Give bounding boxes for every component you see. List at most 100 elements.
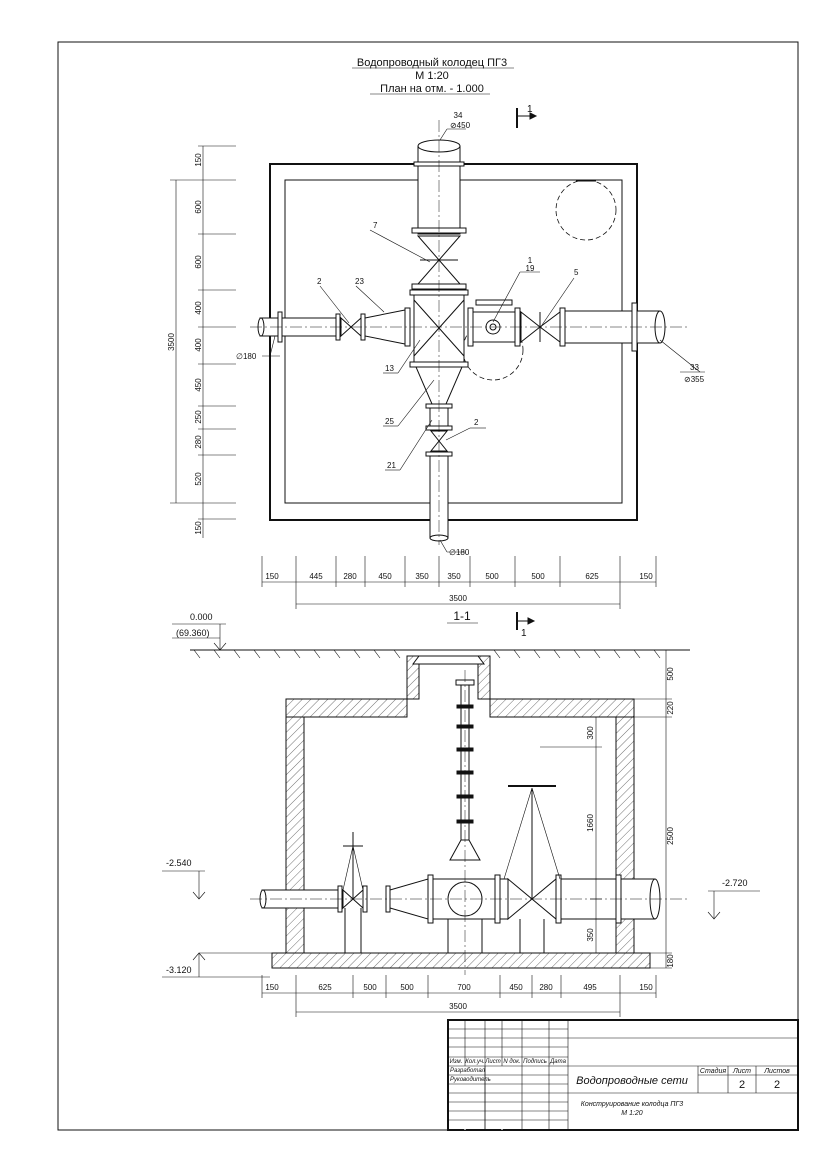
svg-text:13: 13 [385, 364, 394, 373]
stamp-drawing-scale: М 1:20 [621, 1110, 643, 1117]
plan-title: План на отм. - 1.000 [380, 83, 484, 95]
svg-text:2: 2 [474, 418, 479, 427]
section-hatch-cover [412, 655, 485, 665]
svg-text:350: 350 [447, 572, 461, 581]
svg-text:350: 350 [415, 572, 429, 581]
svg-text:400: 400 [194, 301, 203, 315]
svg-text:150: 150 [639, 983, 653, 992]
svg-text:3500: 3500 [449, 1002, 467, 1011]
section-mark-top: 1 [516, 104, 538, 128]
stamp-stage-label: Стадия [700, 1067, 726, 1075]
svg-text:21: 21 [387, 461, 396, 470]
svg-text:25: 25 [385, 417, 394, 426]
stamp-sheets-number: 2 [774, 1079, 780, 1091]
section-bottom-dimensions: 150 625 500 500 700 450 280 495 150 3500 [261, 975, 657, 1017]
svg-text:400: 400 [194, 338, 203, 352]
svg-text:250: 250 [194, 410, 203, 424]
stamp-header-koluch: Кол.уч. [465, 1059, 485, 1065]
svg-text:500: 500 [485, 572, 499, 581]
svg-text:600: 600 [194, 255, 203, 269]
section-right-dimensions: 500 220 2500 180 [634, 649, 675, 969]
svg-text:600: 600 [194, 200, 203, 214]
stamp-header-izm: Изм. [450, 1059, 463, 1065]
elev-abs: (69.360) [176, 628, 210, 638]
sheet-frame [57, 41, 799, 1131]
elev-right-pipe: -2.720 [722, 878, 748, 888]
svg-text:150: 150 [639, 572, 653, 581]
stamp-drawing-title: Конструирование колодца ПГ3 [581, 1100, 683, 1108]
scale-title: М 1:20 [415, 70, 449, 82]
svg-text:2500: 2500 [666, 827, 675, 845]
svg-text:495: 495 [583, 983, 597, 992]
svg-text:500: 500 [531, 572, 545, 581]
svg-text:280: 280 [539, 983, 553, 992]
stamp-sheet-label: Лист [732, 1068, 751, 1075]
section-valve-left [342, 888, 354, 910]
svg-text:350: 350 [586, 928, 595, 942]
svg-text:34: 34 [454, 111, 463, 120]
title-block: Изм. Кол.уч. Лист N док. Подпись Дата Ра… [447, 1019, 799, 1131]
stamp-sheet-number: 2 [739, 1079, 745, 1091]
stamp-role-supervisor: Руководитель [450, 1077, 491, 1083]
section-neck-right [477, 655, 491, 700]
elev-ground: 0.000 [190, 612, 213, 622]
plan-left-dimensions: 150 600 600 400 400 450 250 280 520 150 … [167, 145, 236, 538]
svg-text:3500: 3500 [167, 333, 176, 351]
section-neck-left [406, 655, 420, 700]
stamp-project: Водопроводные сети [576, 1075, 688, 1087]
svg-text:∅180: ∅180 [236, 352, 257, 361]
svg-text:⊘450: ⊘450 [450, 121, 471, 130]
svg-text:445: 445 [309, 572, 323, 581]
svg-text:33: 33 [690, 363, 699, 372]
stamp-header-ndok: N док. [503, 1059, 520, 1065]
svg-text:3500: 3500 [449, 594, 467, 603]
svg-text:450: 450 [378, 572, 392, 581]
svg-text:23: 23 [355, 277, 364, 286]
stamp-role-developer: Разработал [450, 1068, 486, 1074]
elev-left-pipe: -2.540 [166, 858, 192, 868]
svg-text:500: 500 [666, 667, 675, 681]
svg-text:180: 180 [666, 954, 675, 968]
plan-bottom-dimensions: 150 445 280 450 350 350 500 500 625 150 … [261, 556, 657, 609]
svg-text:220: 220 [666, 701, 675, 715]
stamp-header-list: Лист [484, 1059, 500, 1065]
svg-text:1: 1 [521, 628, 527, 639]
stamp-sheets-label: Листов [763, 1068, 790, 1075]
svg-text:19: 19 [526, 264, 535, 273]
section-bottom-slab [271, 952, 651, 969]
svg-text:150: 150 [265, 572, 279, 581]
section-title: 1-1 [453, 609, 471, 623]
svg-text:∅180: ∅180 [449, 548, 470, 557]
svg-text:1660: 1660 [586, 814, 595, 832]
svg-text:150: 150 [194, 521, 203, 535]
svg-text:625: 625 [585, 572, 599, 581]
plan-callouts: 34 ⊘450 7 2 23 1 19 5 13 25 2 [236, 111, 705, 557]
stamp-header-signature: Подпись [523, 1059, 547, 1065]
svg-text:520: 520 [194, 472, 203, 486]
svg-text:280: 280 [343, 572, 357, 581]
svg-text:500: 500 [400, 983, 414, 992]
svg-text:⊘355: ⊘355 [684, 375, 705, 384]
elev-bottom: -3.120 [166, 965, 192, 975]
plan-hydrant-dashed [462, 319, 524, 381]
section-wall-left [285, 716, 305, 954]
svg-text:625: 625 [318, 983, 332, 992]
section-inner-dimensions: 300 1660 350 [540, 716, 602, 954]
section-view: 0.000 (69.360) [162, 612, 760, 1017]
section-mark-bottom: 1 [516, 612, 536, 639]
plan-view: 34 ⊘450 7 2 23 1 19 5 13 25 2 [167, 111, 705, 609]
svg-text:7: 7 [373, 221, 378, 230]
plan-hatch-dashed [555, 179, 617, 241]
svg-text:500: 500 [363, 983, 377, 992]
svg-text:150: 150 [194, 153, 203, 167]
stamp-header-date: Дата [549, 1059, 566, 1065]
main-title: Водопроводный колодец ПГ3 [357, 57, 507, 69]
svg-text:450: 450 [194, 378, 203, 392]
svg-text:300: 300 [586, 726, 595, 740]
svg-text:280: 280 [194, 435, 203, 449]
section-mark-top-label: 1 [527, 104, 533, 115]
svg-text:450: 450 [509, 983, 523, 992]
svg-text:5: 5 [574, 268, 579, 277]
svg-text:1: 1 [528, 256, 533, 265]
